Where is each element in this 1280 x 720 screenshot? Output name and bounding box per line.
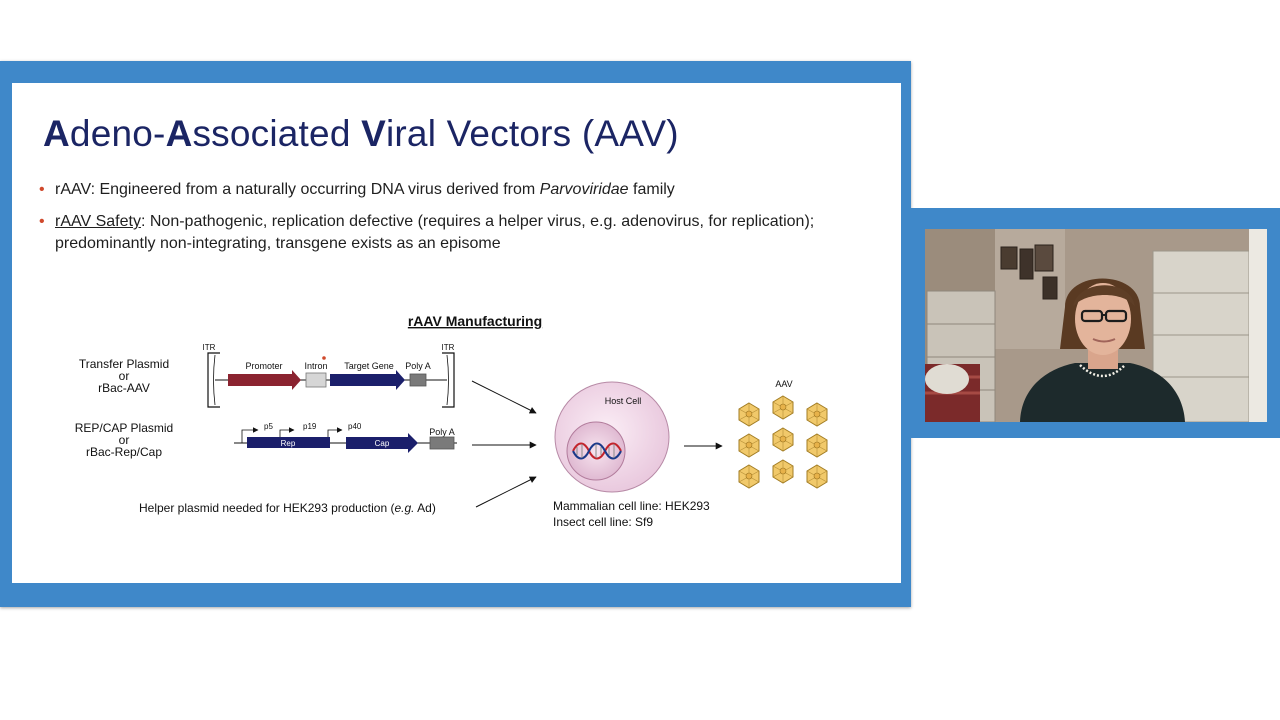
aav-capsid bbox=[772, 459, 794, 484]
wall-frame bbox=[1034, 244, 1054, 272]
itr-right-label: ITR bbox=[442, 343, 455, 352]
aav-capsid bbox=[738, 464, 760, 489]
repcap-or-label: or bbox=[119, 433, 130, 447]
aav-capsid bbox=[772, 427, 794, 452]
aav-capsid bbox=[738, 402, 760, 427]
aav-capsid bbox=[772, 395, 794, 420]
p40-label: p40 bbox=[348, 422, 362, 431]
webcam-video[interactable] bbox=[925, 229, 1267, 422]
presenter bbox=[1020, 278, 1185, 422]
itr-left-label: ITR bbox=[203, 343, 216, 352]
arrow-transfer-to-cell bbox=[471, 380, 537, 414]
p5-label: p5 bbox=[264, 422, 273, 431]
poly-a-label-2: Poly A bbox=[429, 427, 455, 437]
diagram-heading: rAAV Manufacturing bbox=[408, 313, 542, 329]
aav-label: AAV bbox=[775, 379, 792, 389]
promoter-arrow bbox=[228, 370, 301, 390]
aav-capsid bbox=[806, 433, 828, 458]
rep-label: Rep bbox=[281, 439, 296, 448]
transfer-or-label: or bbox=[119, 369, 130, 383]
rep-bar bbox=[247, 437, 330, 448]
repcap-plasmid-label: REP/CAP Plasmid bbox=[75, 421, 173, 435]
mammalian-cell-line-label: Mammalian cell line: HEK293 bbox=[553, 499, 710, 513]
dna-icon bbox=[572, 442, 622, 460]
webcam-frame bbox=[911, 208, 1280, 438]
promoter-label: Promoter bbox=[245, 361, 282, 371]
itr-right-bracket bbox=[442, 352, 455, 408]
rbac-rep-cap-label: rBac-Rep/Cap bbox=[86, 445, 162, 459]
arrow-helper-to-cell bbox=[475, 476, 537, 508]
bullet-raav: rAAV: Engineered from a naturally occurr… bbox=[39, 179, 879, 201]
p19-label: p19 bbox=[303, 422, 317, 431]
poly-a-box-2 bbox=[429, 436, 455, 450]
bullet-raav-safety: rAAV Safety: Non-pathogenic, replication… bbox=[39, 211, 879, 255]
itr-left-bracket bbox=[207, 352, 220, 408]
webcam-scene bbox=[925, 229, 1267, 422]
poly-a-box-1 bbox=[409, 373, 427, 387]
intron-label: Intron bbox=[304, 361, 327, 371]
poly-a-label-1: Poly A bbox=[405, 361, 431, 371]
insect-cell-line-label: Insect cell line: Sf9 bbox=[553, 515, 653, 529]
aav-capsid bbox=[806, 402, 828, 427]
bullet-list: rAAV: Engineered from a naturally occurr… bbox=[39, 179, 879, 265]
rbac-aav-label: rBac-AAV bbox=[98, 381, 150, 395]
cap-label: Cap bbox=[375, 439, 390, 448]
cap-arrow bbox=[346, 433, 418, 453]
wall-frame bbox=[1019, 248, 1034, 280]
target-gene-label: Target Gene bbox=[344, 361, 394, 371]
wall-frame bbox=[1000, 246, 1018, 270]
slide-frame: Adeno-Associated Viral Vectors (AAV) rAA… bbox=[0, 61, 911, 607]
raav-manufacturing-diagram: rAAV Manufacturing Transfer Plasmid or r… bbox=[75, 313, 828, 529]
host-cell-label: Host Cell bbox=[605, 396, 642, 406]
target-gene-arrow bbox=[330, 370, 405, 390]
aav-capsid-grid bbox=[738, 395, 828, 489]
aav-capsid bbox=[806, 464, 828, 489]
transfer-plasmid-label: Transfer Plasmid bbox=[79, 357, 169, 371]
slide-title: Adeno-Associated Viral Vectors (AAV) bbox=[43, 113, 679, 154]
aav-capsid bbox=[738, 433, 760, 458]
helper-plasmid-label: Helper plasmid needed for HEK293 product… bbox=[139, 501, 436, 515]
intron-box bbox=[305, 372, 327, 388]
slide: Adeno-Associated Viral Vectors (AAV) rAA… bbox=[12, 83, 901, 583]
